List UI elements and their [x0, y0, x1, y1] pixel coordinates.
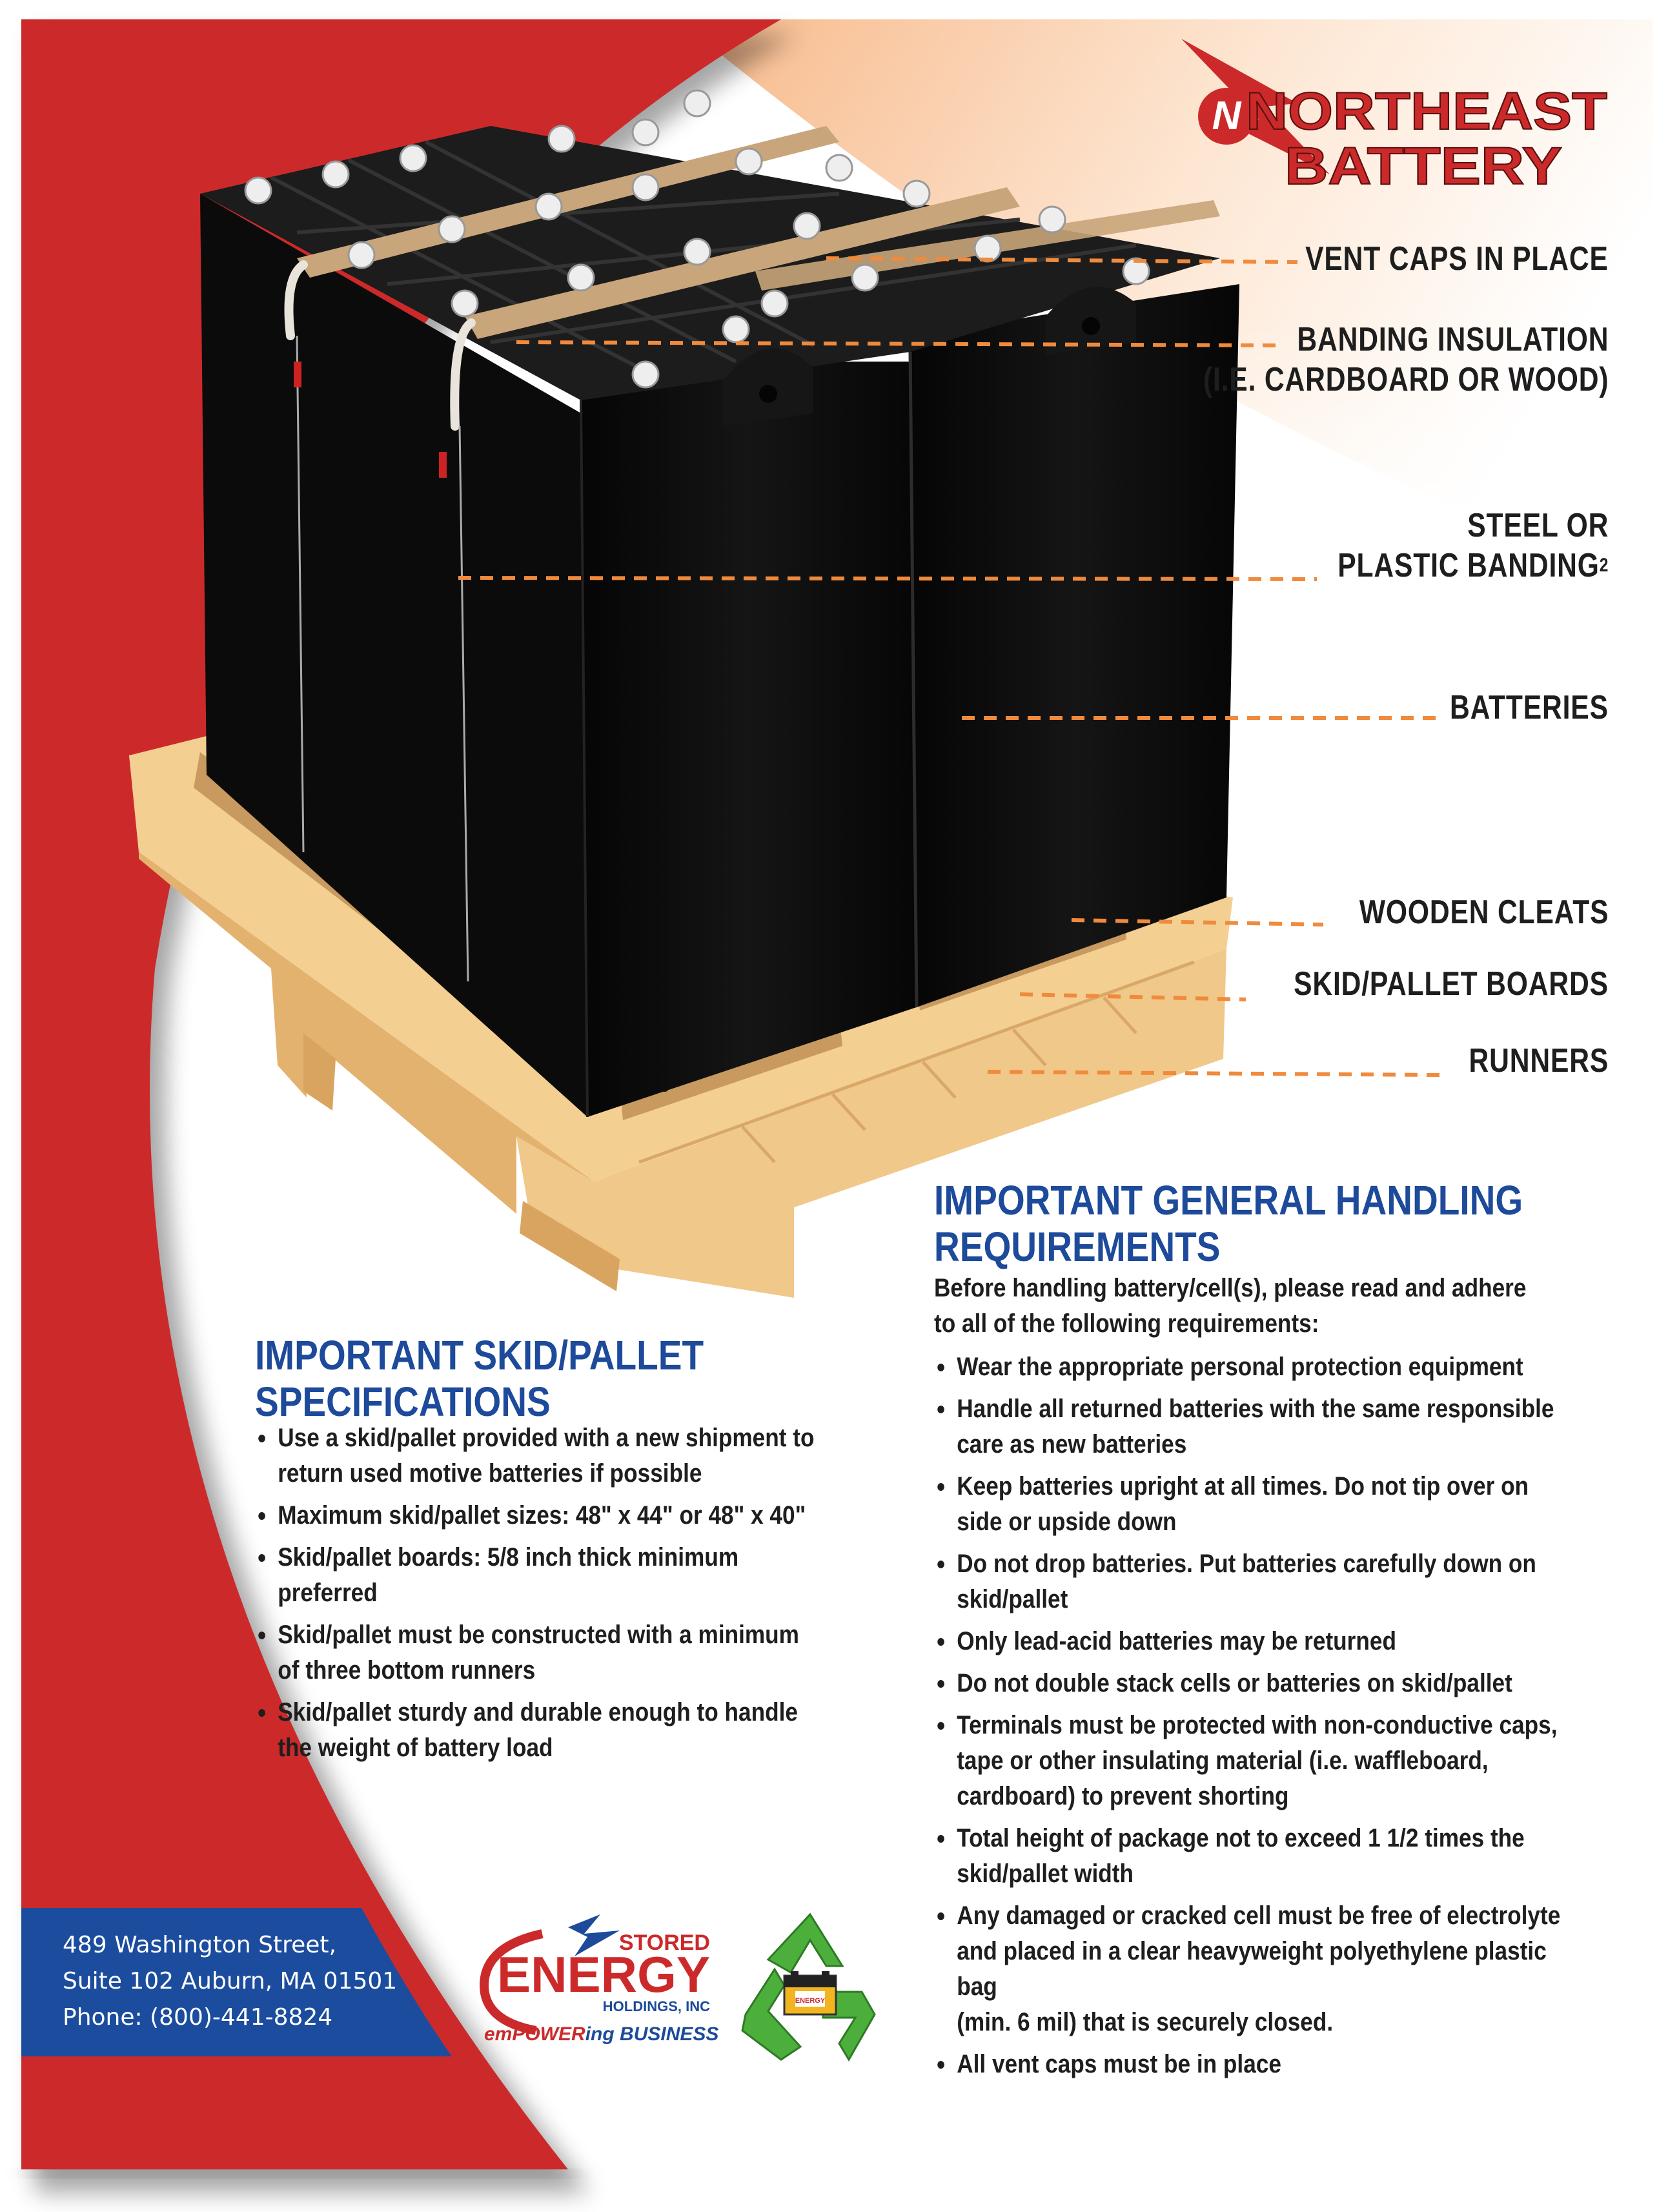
- handling-list: Wear the appropriate personal protection…: [934, 1349, 1580, 2089]
- footer-address: 489 Washington Street, Suite 102 Auburn,…: [63, 1927, 397, 2036]
- handling-intro: Before handling battery/cell(s), please …: [934, 1274, 1527, 1338]
- phone-number: Phone: (800)-441-8824: [63, 2004, 333, 2031]
- list-item: Do not double stack cells or batteries o…: [934, 1666, 1580, 1701]
- vent-caps: [244, 89, 1150, 389]
- logo-line1: NORTHEAST: [1246, 82, 1607, 141]
- list-item: Terminals must be protected with non-con…: [934, 1708, 1580, 1814]
- list-item: Use a skid/pallet provided with a new sh…: [255, 1420, 814, 1491]
- svg-text:N: N: [1212, 94, 1242, 138]
- lightning-bolt-icon: [1181, 39, 1330, 174]
- skid-title: IMPORTANT SKID/PALLET SPECIFICATIONS: [255, 1332, 704, 1425]
- svg-text:STORED: STORED: [619, 1930, 710, 1955]
- svg-text:emPOWERing BUSINESS: emPOWERing BUSINESS: [484, 2023, 718, 2045]
- list-item: Any damaged or cracked cell must be free…: [934, 1898, 1580, 2040]
- logo-line2: BATTERY: [1285, 137, 1562, 196]
- svg-text:ENERGY: ENERGY: [795, 1997, 826, 2005]
- callout-batteries: BATTERIES: [1450, 689, 1609, 726]
- list-item: Maximum skid/pallet sizes: 48" x 44" or …: [255, 1498, 814, 1533]
- svg-text:HOLDINGS, INC: HOLDINGS, INC: [603, 1998, 710, 2014]
- callout-leaders: [458, 256, 1440, 1077]
- address-line: 489 Washington Street,: [63, 1932, 336, 1958]
- callout-banding-insulation: BANDING INSULATION (I.E. CARDBOARD OR WO…: [1203, 321, 1609, 398]
- list-item: Skid/pallet sturdy and durable enough to…: [255, 1695, 814, 1766]
- list-item: Wear the appropriate personal protection…: [934, 1349, 1580, 1385]
- stored-energy-logo: STORED ENERGY HOLDINGS, INC emPOWERing B…: [479, 1914, 718, 2045]
- callout-wooden-cleats: WOODEN CLEATS: [1359, 894, 1609, 931]
- battery-stack: [200, 89, 1239, 1118]
- list-item: Total height of package not to exceed 1 …: [934, 1821, 1580, 1892]
- callout-vent-caps: VENT CAPS IN PLACE: [1305, 240, 1609, 278]
- skid-list: Use a skid/pallet provided with a new sh…: [255, 1420, 814, 1772]
- list-item: Skid/pallet must be constructed with a m…: [255, 1617, 814, 1688]
- bolt-icon: [568, 1914, 620, 1956]
- address-line: Suite 102 Auburn, MA 01501: [63, 1968, 398, 1994]
- handling-title: IMPORTANT GENERAL HANDLING REQUIREMENTS: [934, 1177, 1523, 1270]
- footer-band: [21, 1908, 452, 2056]
- callout-pallet-boards: SKID/PALLET BOARDS: [1294, 965, 1609, 1003]
- svg-text:ENERGY: ENERGY: [497, 1946, 710, 2003]
- northeast-battery-logo: N NORTHEAST BATTERY: [1181, 39, 1608, 196]
- list-item: Keep batteries upright at all times. Do …: [934, 1469, 1580, 1540]
- list-item: Skid/pallet boards: 5/8 inch thick minim…: [255, 1540, 814, 1611]
- callout-runners: RUNNERS: [1469, 1042, 1609, 1080]
- recycle-icon: ENERGY: [741, 1912, 876, 2062]
- list-item: Do not drop batteries. Put batteries car…: [934, 1546, 1580, 1617]
- list-item: Only lead-acid batteries may be returned: [934, 1624, 1580, 1659]
- battery-icon: ENERGY: [783, 1971, 837, 2016]
- callout-steel-banding: STEEL OR PLASTIC BANDING2: [1337, 507, 1609, 584]
- list-item: All vent caps must be in place: [934, 2047, 1580, 2082]
- list-item: Handle all returned batteries with the s…: [934, 1391, 1580, 1462]
